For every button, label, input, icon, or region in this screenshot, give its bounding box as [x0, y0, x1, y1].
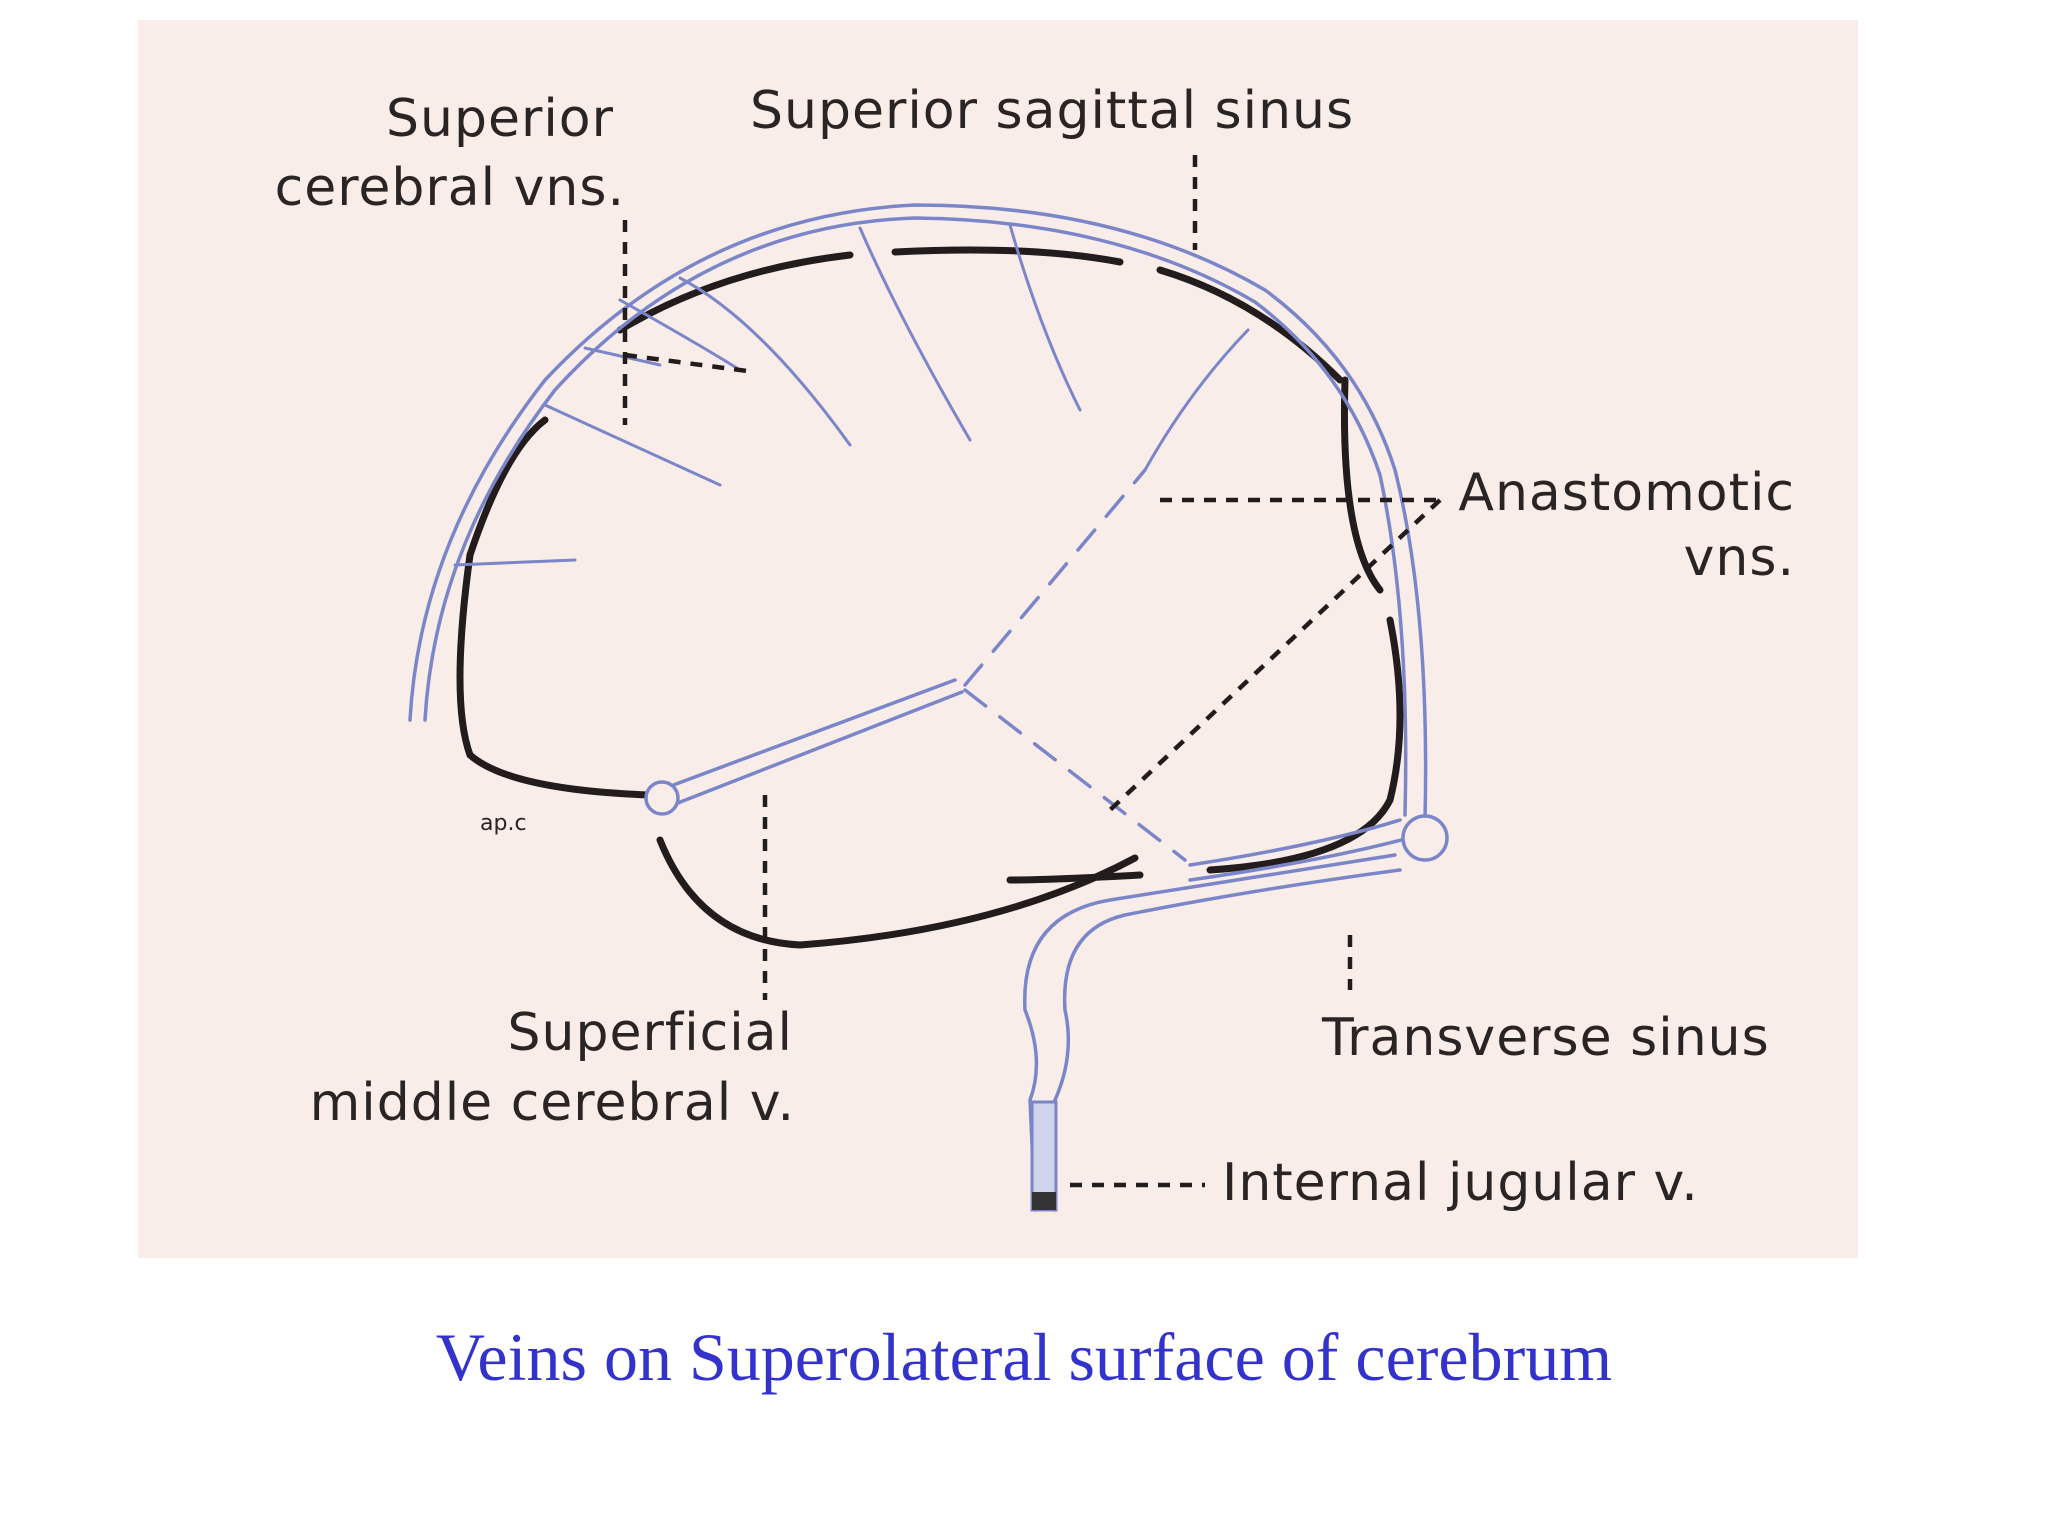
label-superior-cerebral-2: cerebral vns.: [275, 158, 625, 218]
label-superior-cerebral-1: Superior: [386, 89, 614, 149]
superficial-middle-cerebral-vein: [644, 678, 964, 816]
superior-sagittal-sinus: [408, 203, 1428, 822]
label-internal-jugular: Internal jugular v.: [1222, 1153, 1699, 1213]
label-superior-sagittal: Superior sagittal sinus: [750, 81, 1354, 141]
transverse-sinus-and-jugular: [1023, 814, 1449, 1212]
label-superficial-middle-2: middle cerebral v.: [310, 1073, 795, 1133]
label-superficial-middle-1: Superficial: [508, 1003, 793, 1063]
figure-paper: [138, 20, 1858, 1258]
label-anastomotic-2: vns.: [1684, 528, 1795, 588]
artist-signature: ap.c: [480, 811, 527, 836]
leader-anastomotic-lower: [1108, 498, 1442, 812]
anastomotic-veins: [963, 468, 1187, 862]
leader-lines: [622, 155, 1442, 1188]
label-transverse-sinus: Transverse sinus: [1321, 1008, 1770, 1068]
slide-caption: Veins on Superolateral surface of cerebr…: [435, 1319, 1613, 1395]
superior-cerebral-veins: [453, 223, 1250, 567]
label-anastomotic-1: Anastomotic: [1458, 463, 1795, 523]
